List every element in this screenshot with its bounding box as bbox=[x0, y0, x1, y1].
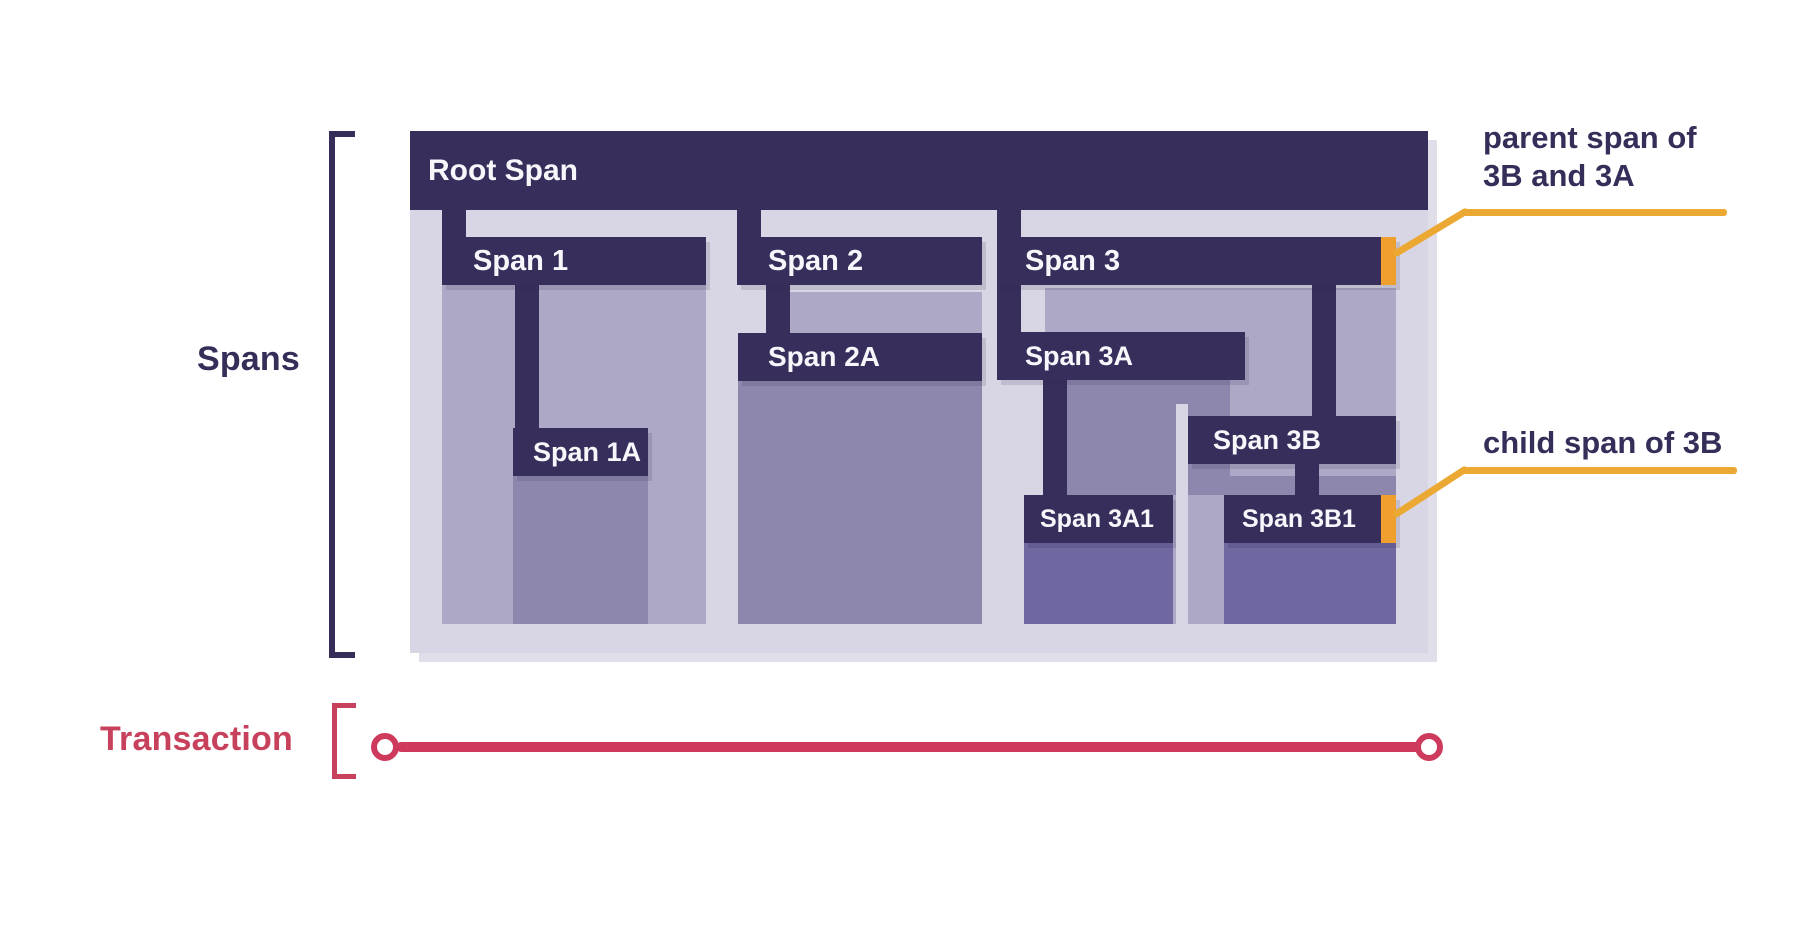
transaction-label: Transaction bbox=[99, 720, 293, 758]
span1a-label: Span 1A bbox=[533, 437, 642, 467]
connector-span2-to-span2a bbox=[766, 285, 790, 334]
connector-span1-to-span1a bbox=[515, 285, 539, 428]
span2a-duration-fill bbox=[738, 381, 982, 624]
span2-duration-fill bbox=[790, 292, 982, 334]
connector-span3-to-span3a bbox=[997, 285, 1021, 333]
parent-span-marker bbox=[1381, 237, 1396, 285]
spans-label: Spans bbox=[196, 340, 300, 378]
span3b-bar: Span 3B bbox=[1188, 416, 1396, 464]
child-span-marker bbox=[1381, 495, 1396, 543]
annotation-child-line1: child span of 3B bbox=[1483, 425, 1723, 460]
annotation-child-span: child span of 3B bbox=[1483, 424, 1722, 462]
transaction-timeline bbox=[396, 742, 1422, 752]
span2a-label: Span 2A bbox=[768, 341, 881, 372]
transaction-start-circle bbox=[371, 733, 399, 761]
subtree-gap-strip bbox=[1176, 404, 1188, 624]
callout-line-child bbox=[1461, 467, 1737, 474]
span2-bar: Span 2 bbox=[737, 237, 982, 285]
connector-root-to-span1 bbox=[442, 209, 466, 238]
span3-label: Span 3 bbox=[1025, 245, 1121, 277]
annotation-parent-line1: parent span of bbox=[1483, 120, 1697, 155]
callout-line-parent bbox=[1462, 209, 1727, 216]
span3a-label: Span 3A bbox=[1025, 341, 1134, 371]
span3-bar: Span 3 bbox=[997, 237, 1396, 285]
span3b1-bar: Span 3B1 bbox=[1224, 495, 1396, 543]
annotation-parent-line2: 3B and 3A bbox=[1483, 158, 1635, 193]
span3b1-label: Span 3B1 bbox=[1242, 505, 1356, 533]
annotation-parent-span: parent span of 3B and 3A bbox=[1483, 119, 1697, 195]
connector-root-to-span2 bbox=[737, 209, 761, 238]
span1a-bar: Span 1A bbox=[513, 428, 648, 476]
connector-span3b-to-span3b1 bbox=[1295, 464, 1319, 495]
transaction-end-circle bbox=[1415, 733, 1443, 761]
transaction-bracket bbox=[332, 703, 356, 779]
connector-span3-to-span3b bbox=[1312, 285, 1336, 416]
connector-span3a-to-span3a1 bbox=[1043, 380, 1067, 495]
root-span-label: Root Span bbox=[428, 154, 578, 187]
span3a1-duration-fill bbox=[1024, 543, 1173, 624]
spans-bracket bbox=[329, 131, 355, 658]
span2-label: Span 2 bbox=[768, 245, 864, 277]
span3a-bar: Span 3A bbox=[997, 332, 1245, 380]
span1-bar: Span 1 bbox=[442, 237, 706, 285]
span2a-bar: Span 2A bbox=[738, 333, 982, 381]
span1-label: Span 1 bbox=[473, 245, 569, 277]
span3a1-label: Span 3A1 bbox=[1040, 505, 1154, 533]
span3a1-bar: Span 3A1 bbox=[1024, 495, 1173, 543]
span1a-duration-fill bbox=[513, 476, 648, 624]
span3b1-duration-fill bbox=[1224, 543, 1396, 624]
connector-root-to-span3 bbox=[997, 209, 1021, 238]
span3b-label: Span 3B bbox=[1213, 425, 1322, 455]
root-span-bar: Root Span bbox=[410, 131, 1428, 210]
trace-diagram-background: Root Span Span 1 Span 1A Span 2 Span 2A … bbox=[410, 131, 1428, 653]
